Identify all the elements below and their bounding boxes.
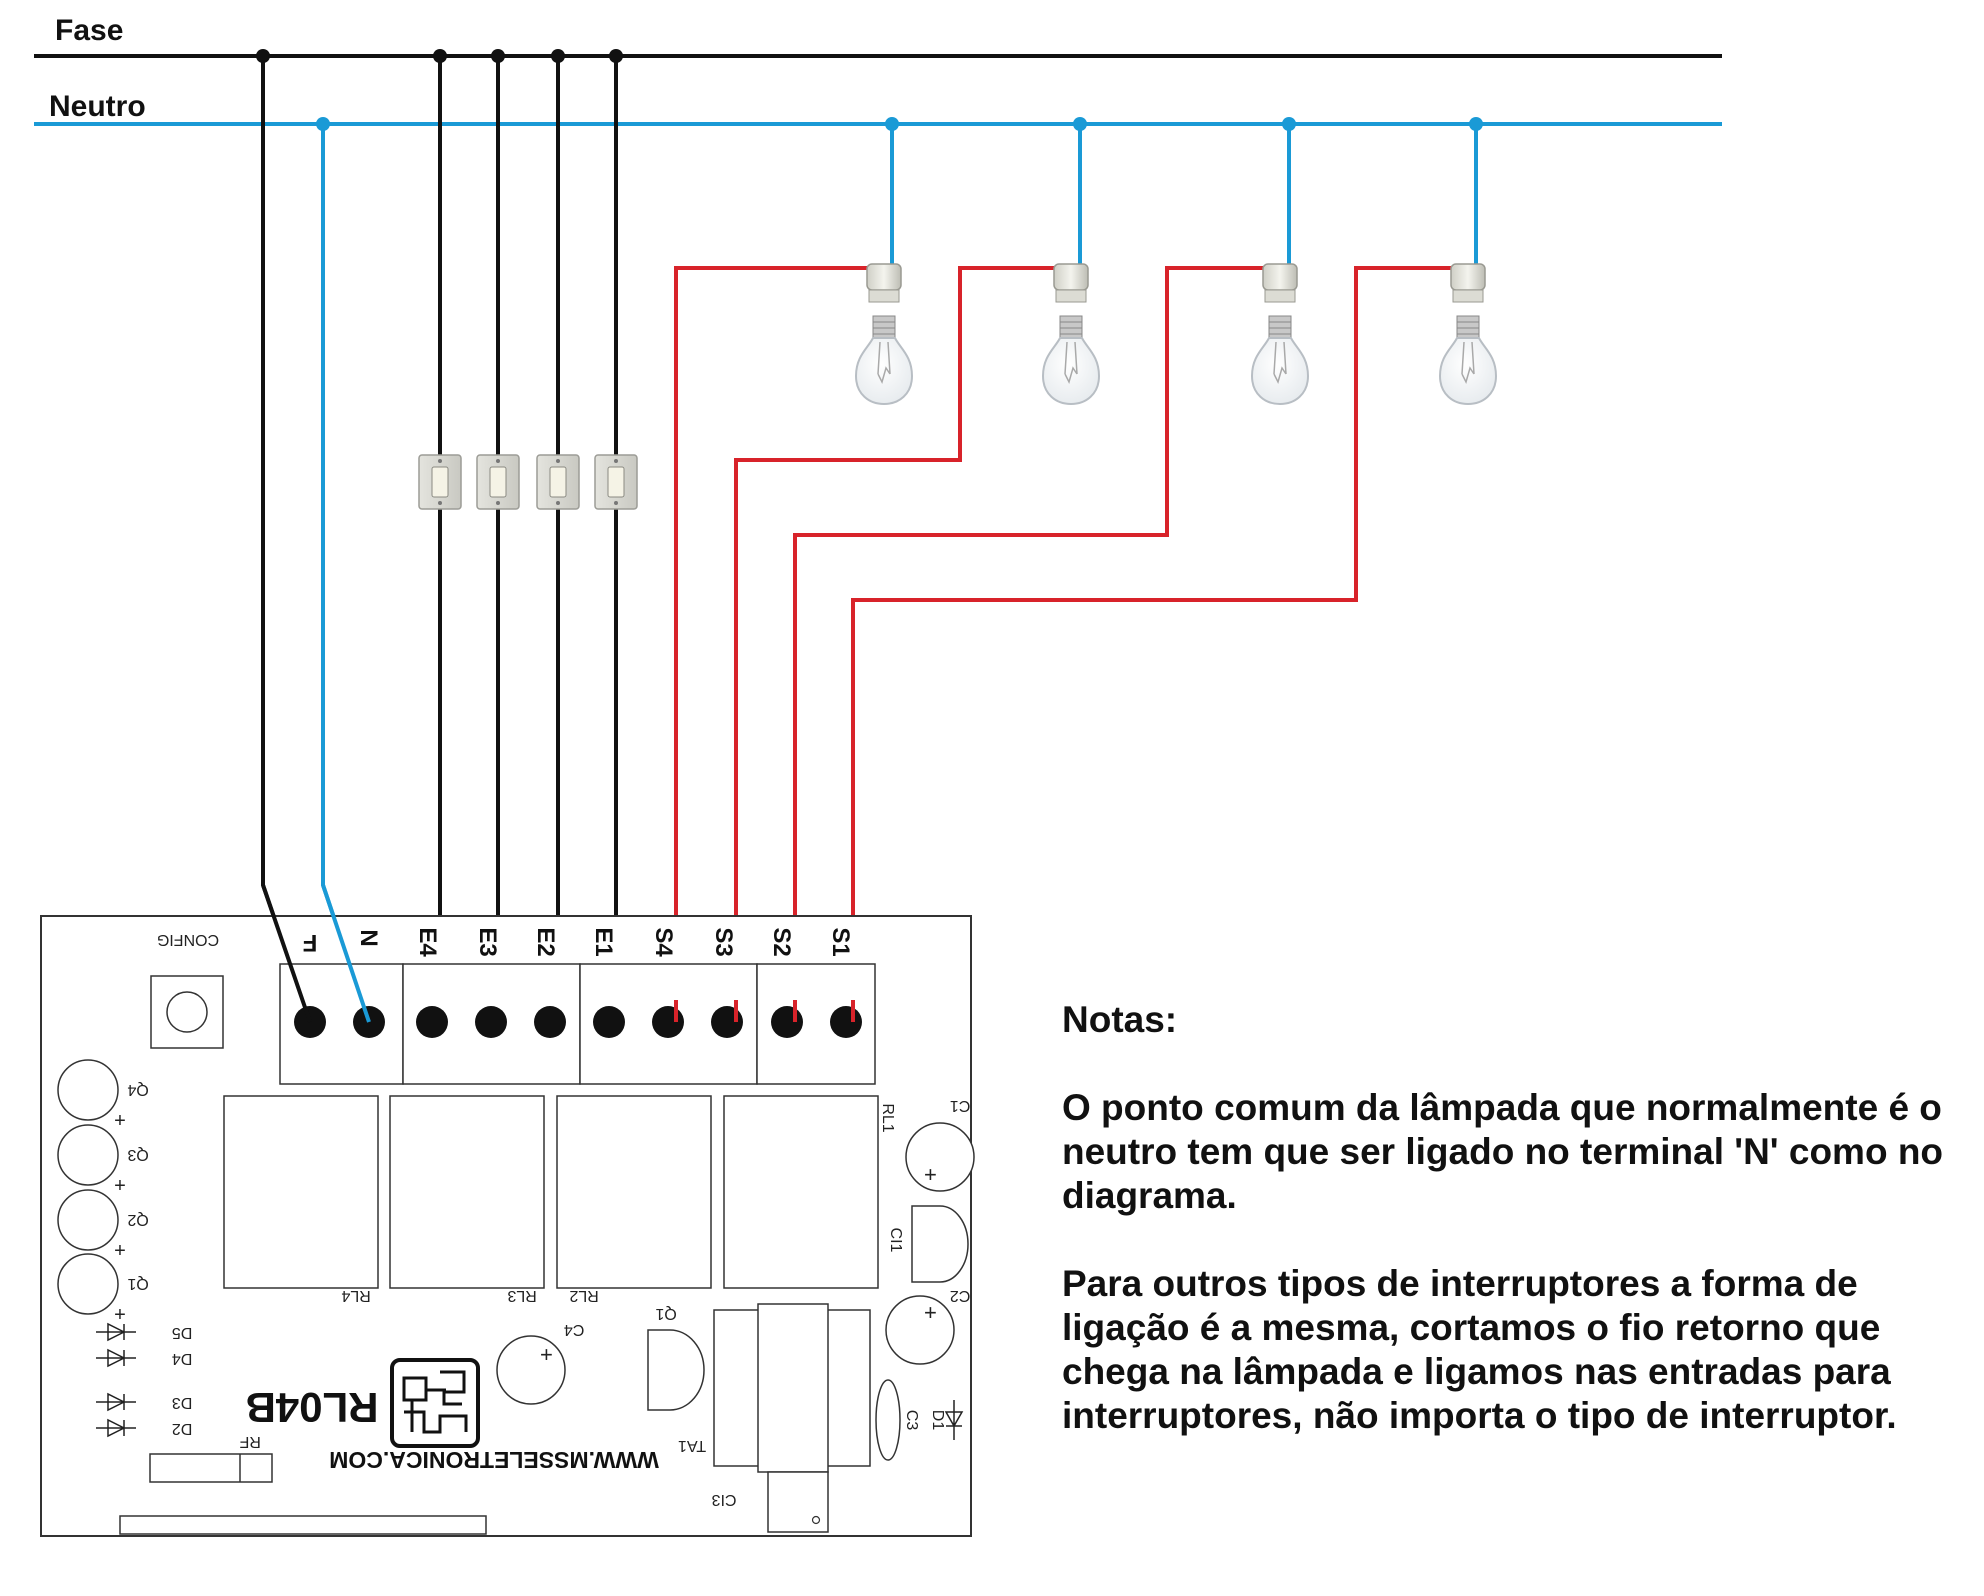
diode-d1 — [944, 1400, 964, 1440]
diode-label: D5 — [172, 1324, 193, 1341]
notes-title: Notas: — [1062, 999, 1178, 1040]
rf-module — [149, 1453, 273, 1483]
ic-label: CI1 — [887, 1228, 904, 1253]
retorno-wire-s4 — [674, 266, 868, 1022]
ic-label: CI3 — [712, 1491, 737, 1508]
junction-dot — [551, 49, 565, 63]
lamp — [1439, 263, 1497, 405]
junction-dot — [491, 49, 505, 63]
fase-label: Fase — [55, 14, 124, 47]
terminal-label-s1: S1 — [827, 927, 854, 956]
cap-label: C3 — [903, 1410, 920, 1431]
rf-label: RF — [239, 1433, 261, 1450]
diode-label: D4 — [172, 1350, 193, 1367]
terminal-label-n: N — [355, 929, 382, 946]
capacitor-c2 — [885, 1295, 955, 1365]
misc-label: TA1 — [678, 1437, 706, 1454]
wall-switch — [476, 454, 520, 510]
board-logo — [390, 1358, 480, 1448]
pcb-board: F N E4 E3 E2 E1 S4 S3 S2 S1 CONF — [40, 884, 975, 1537]
wall-switch — [418, 454, 462, 510]
svg-text:+: + — [114, 1175, 126, 1197]
relay-label: RL3 — [507, 1287, 536, 1304]
capacitor-c3 — [875, 1379, 901, 1461]
junction-dot — [1469, 117, 1483, 131]
led-label: Q1 — [127, 1275, 148, 1292]
neutro-wire-n — [321, 124, 371, 1023]
cap-label: C2 — [950, 1287, 971, 1304]
lamp — [1042, 263, 1100, 405]
terminal-label-f: F — [303, 929, 318, 956]
terminal-label-s2: S2 — [768, 927, 795, 956]
leds — [57, 1059, 119, 1315]
svg-text:+: + — [114, 1304, 126, 1326]
retorno-wire-s1 — [851, 266, 1452, 1022]
ic-ci1 — [911, 1205, 969, 1283]
terminal-label-e2: E2 — [532, 927, 559, 956]
misc-label: Q1 — [655, 1305, 676, 1322]
led-label: Q2 — [127, 1211, 148, 1228]
notes-panel: Notas: O ponto comum da lâmpada que norm… — [1062, 998, 1967, 1482]
board-strip — [119, 1515, 487, 1535]
notes-paragraph-1: O ponto comum da lâmpada que normalmente… — [1062, 1087, 1944, 1216]
wall-switch — [536, 454, 580, 510]
wall-switch — [594, 454, 638, 510]
relay-label: RL2 — [569, 1287, 598, 1304]
terminal-label-s3: S3 — [710, 927, 737, 956]
svg-text:+: + — [114, 1240, 126, 1262]
svg-text:+: + — [924, 1162, 937, 1187]
notes-paragraph-2: Para outros tipos de interruptores a for… — [1062, 1263, 1897, 1436]
relay-label: RL4 — [341, 1287, 370, 1304]
junction-dot — [256, 49, 270, 63]
cap-label: C4 — [564, 1321, 585, 1338]
cap-label: C1 — [950, 1097, 971, 1114]
config-label: CONFIG — [157, 931, 219, 948]
ic-ci3 — [767, 1471, 829, 1533]
junction-dot — [609, 49, 623, 63]
terminal-label-e4: E4 — [414, 927, 441, 957]
lamp — [1251, 263, 1309, 405]
capacitor-c4 — [496, 1335, 566, 1405]
transistor-q1 — [647, 1329, 705, 1411]
junction-dot — [885, 117, 899, 131]
misc-label: D1 — [929, 1410, 946, 1431]
retorno-wire-s2 — [793, 266, 1265, 1022]
terminal-label-e3: E3 — [474, 927, 501, 956]
neutro-label: Neutro — [49, 90, 146, 123]
junction-dot — [1073, 117, 1087, 131]
svg-text:+: + — [540, 1342, 553, 1367]
terminal-label-e1: E1 — [590, 927, 617, 956]
url-label: WWW.MSSELETRONICA.COM — [329, 1447, 659, 1473]
svg-text:+: + — [924, 1300, 937, 1325]
model-label: RL04B — [245, 1384, 378, 1431]
diode-label: D2 — [172, 1420, 193, 1437]
junction-dot — [316, 117, 330, 131]
diodes — [96, 1322, 136, 1438]
terminal-label-s4: S4 — [650, 927, 677, 957]
svg-text:+: + — [114, 1110, 126, 1132]
junction-dot — [1282, 117, 1296, 131]
relay-label: RL1 — [879, 1103, 896, 1132]
junction-dot — [433, 49, 447, 63]
capacitor-c1 — [905, 1122, 975, 1192]
led-label: Q3 — [127, 1146, 148, 1163]
diode-label: D3 — [172, 1394, 193, 1411]
fase-wire-f — [261, 56, 312, 1023]
terminal-labels: F N E4 E3 E2 E1 S4 S3 S2 S1 — [303, 927, 854, 957]
led-label: Q4 — [127, 1081, 148, 1098]
retorno-wire-s3 — [734, 266, 1056, 1022]
relays — [223, 1095, 879, 1289]
lamp — [855, 263, 913, 405]
